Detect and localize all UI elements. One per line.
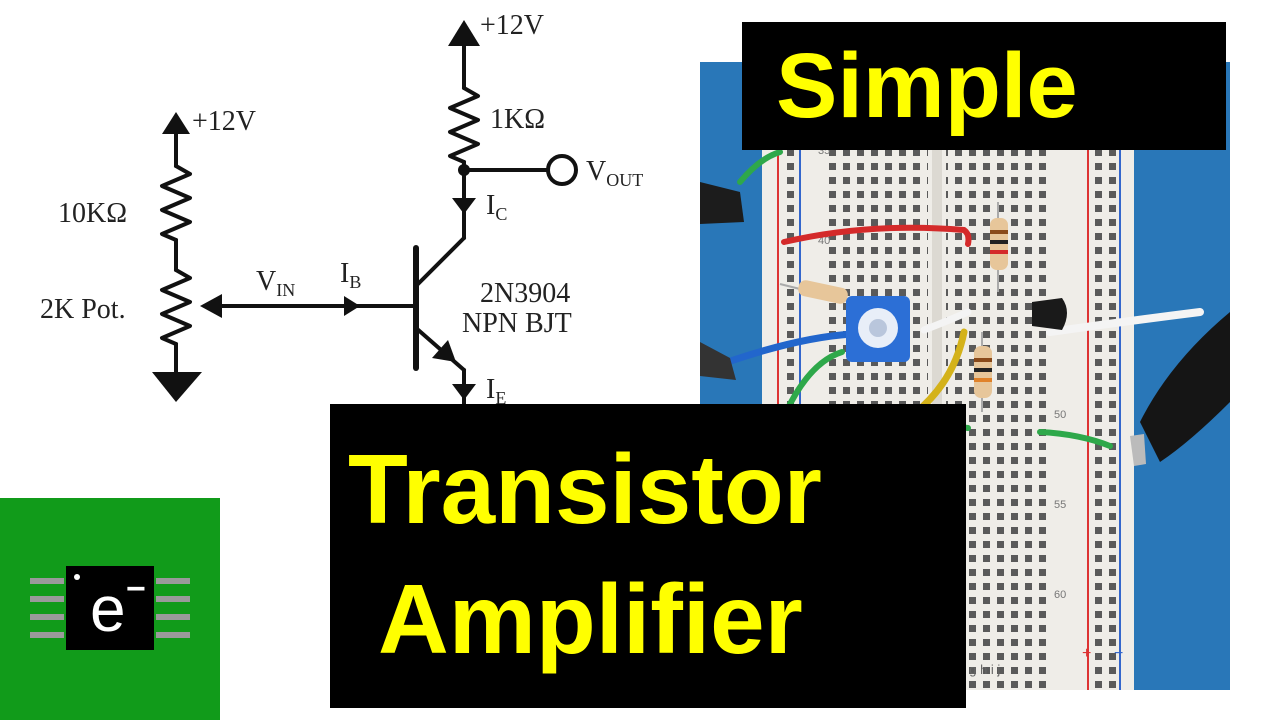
transistor-photo xyxy=(1032,298,1067,330)
vout-terminal xyxy=(546,154,578,186)
ib-arrow xyxy=(344,296,360,316)
label-ic: IC xyxy=(486,190,507,224)
ic-arrow xyxy=(452,198,476,214)
probe-clip-left xyxy=(700,182,744,224)
channel-logo: e − xyxy=(0,498,220,720)
logo-pin1-dot xyxy=(74,574,80,580)
title-line-simple: Simple xyxy=(776,35,1078,137)
logo-pin xyxy=(156,578,190,584)
white-wire-right xyxy=(1046,308,1204,336)
label-ie: IE xyxy=(486,374,506,408)
title-simple-box: Simple xyxy=(742,22,1226,150)
rail-minus-label: − xyxy=(1114,645,1123,662)
ground-symbol-left xyxy=(152,372,202,402)
row-label-60: 60 xyxy=(1054,589,1066,601)
column-letters: f g h i j xyxy=(962,662,1000,677)
rail-plus-label: + xyxy=(1082,645,1091,662)
logo-pin xyxy=(156,596,190,602)
label-ib: IB xyxy=(340,258,361,292)
green-wire-left xyxy=(783,349,845,415)
title-line-transistor: Transistor xyxy=(348,434,822,544)
logo-superscript: − xyxy=(126,570,146,608)
probe-clip-right xyxy=(1140,312,1230,462)
probe-clip-left-lower xyxy=(700,342,736,380)
resistor-1k xyxy=(448,86,480,164)
logo-pin xyxy=(156,614,190,620)
logo-pin xyxy=(156,632,190,638)
transistor-collector xyxy=(414,236,466,288)
title-line-amplifier: Amplifier xyxy=(378,564,803,674)
logo-chip-icon: e − xyxy=(66,566,154,650)
label-pot: 2K Pot. xyxy=(40,294,126,325)
label-vcc-top: +12V xyxy=(480,10,544,41)
label-part-type: NPN BJT xyxy=(462,308,572,339)
label-vcc-left: +12V xyxy=(192,106,256,137)
title-main-box: Transistor Amplifier xyxy=(330,404,966,708)
emitter-arrow xyxy=(432,340,456,362)
label-r-bias: 10KΩ xyxy=(58,198,127,229)
label-part-number: 2N3904 xyxy=(480,278,570,309)
green-wire-right xyxy=(1037,429,1113,449)
potentiometer xyxy=(160,268,192,346)
resistor-photo-3 xyxy=(798,280,848,304)
white-wire-left xyxy=(920,308,972,334)
row-label-50: 50 xyxy=(1054,409,1066,421)
label-vout: VOUT xyxy=(586,156,643,190)
ie-arrow xyxy=(452,384,476,400)
vcc-arrow-left xyxy=(162,112,190,134)
pot-wiper-arrow xyxy=(200,294,222,318)
red-wire xyxy=(781,224,972,247)
logo-pin xyxy=(30,614,64,620)
vcc-arrow-top xyxy=(448,20,480,46)
label-vin: VIN xyxy=(256,266,295,300)
logo-pin xyxy=(30,632,64,638)
label-rc: 1KΩ xyxy=(490,104,545,135)
green-wire-top xyxy=(737,149,783,185)
logo-letter: e xyxy=(90,573,126,645)
logo-pin xyxy=(30,578,64,584)
row-label-55: 55 xyxy=(1054,499,1066,511)
logo-pin xyxy=(30,596,64,602)
output-node xyxy=(458,164,470,176)
row-label-40: 40 xyxy=(818,235,830,247)
resistor-10k xyxy=(160,164,192,242)
